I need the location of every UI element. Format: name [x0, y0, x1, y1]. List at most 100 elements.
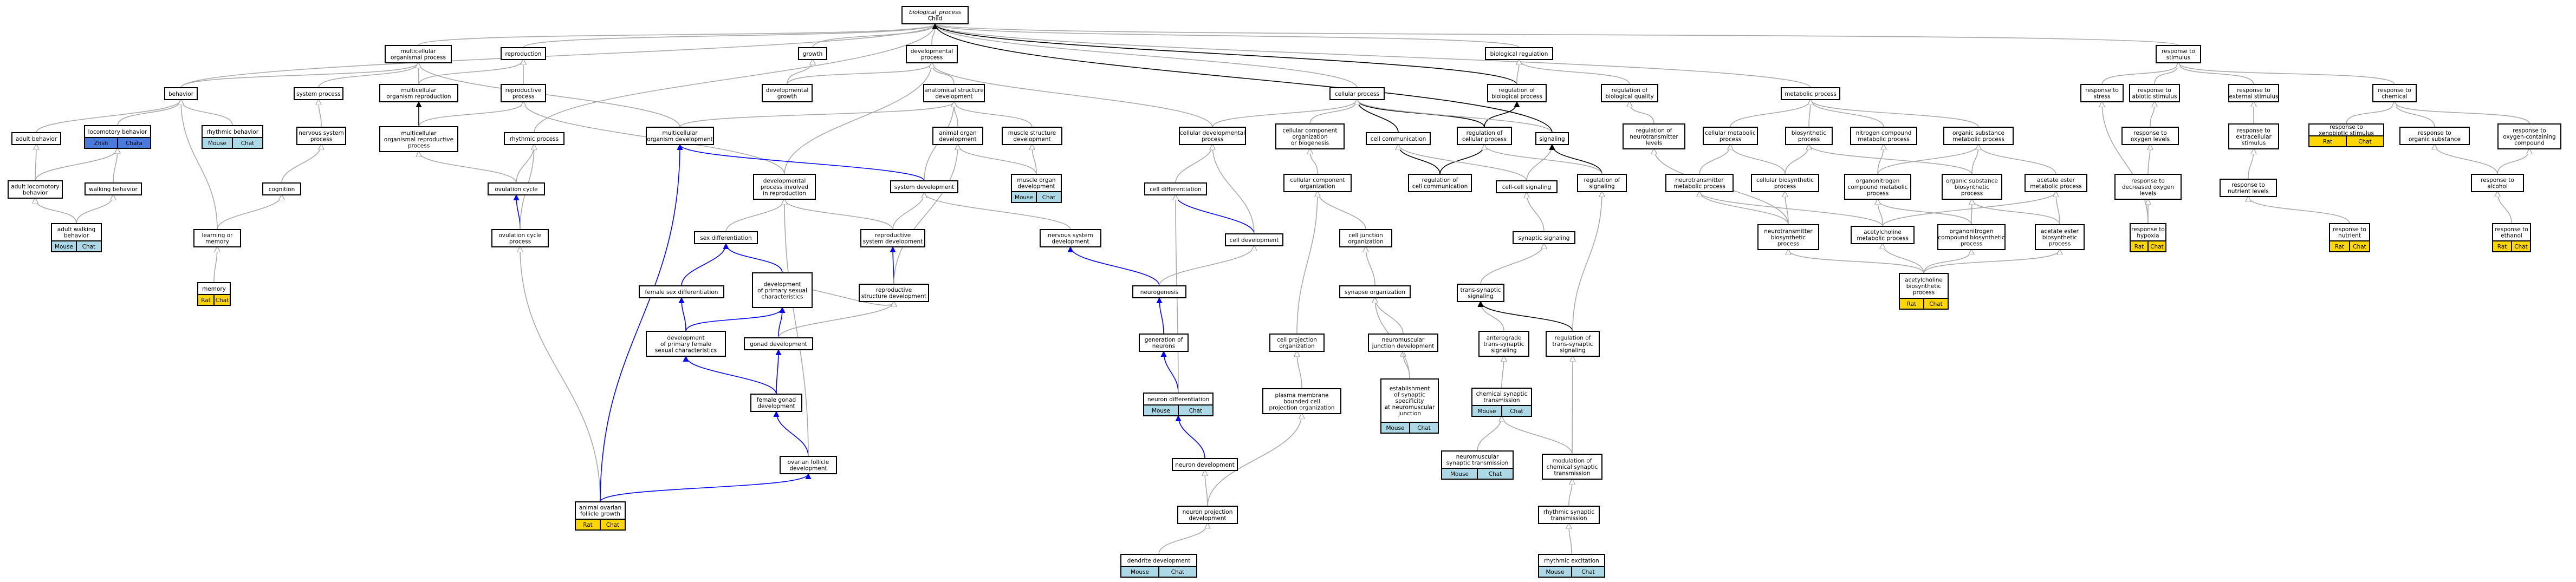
go-term-box[interactable] — [2228, 84, 2279, 102]
go-term-box[interactable] — [1262, 388, 1341, 414]
go-term-node[interactable]: ovulation cycle — [488, 182, 545, 195]
go-term-box[interactable] — [491, 229, 549, 247]
go-term-box[interactable] — [1844, 174, 1911, 200]
go-term-box[interactable] — [1942, 174, 2002, 200]
go-term-box[interactable] — [1380, 378, 1439, 423]
go-term-box[interactable] — [2471, 174, 2524, 192]
go-term-node[interactable]: synaptic signaling — [1513, 231, 1575, 244]
go-term-box[interactable] — [1441, 450, 1514, 469]
go-term-box[interactable] — [1457, 284, 1504, 302]
go-term-box[interactable] — [1179, 127, 1246, 145]
go-term-box[interactable] — [1485, 47, 1553, 60]
go-term-box[interactable] — [1478, 331, 1529, 357]
go-term-box[interactable] — [1139, 333, 1189, 352]
go-term-box[interactable] — [1623, 123, 1685, 149]
go-term-node[interactable]: sex differentiation — [694, 231, 758, 244]
go-term-box[interactable] — [504, 132, 564, 145]
go-term-box[interactable] — [1132, 285, 1186, 298]
go-term-box[interactable] — [501, 47, 546, 60]
go-term-box[interactable] — [1002, 127, 1062, 145]
go-term-box[interactable] — [859, 284, 929, 302]
go-term-box[interactable] — [1487, 84, 1547, 102]
go-term-box[interactable] — [385, 45, 452, 63]
go-term-node[interactable]: signaling — [1535, 132, 1569, 145]
go-term-box[interactable] — [1011, 174, 1062, 192]
go-term-box[interactable] — [1283, 174, 1352, 192]
go-term-box[interactable] — [2372, 84, 2417, 102]
go-term-node[interactable]: cell-cell signaling — [1496, 180, 1558, 193]
go-term-box[interactable] — [1665, 174, 1734, 192]
go-term-box[interactable] — [890, 180, 958, 193]
go-term-box[interactable] — [2497, 123, 2561, 149]
go-term-box[interactable] — [1339, 285, 1411, 298]
go-term-box[interactable] — [1275, 123, 1345, 149]
go-term-box[interactable] — [1172, 458, 1238, 471]
go-term-box[interactable] — [753, 174, 816, 200]
go-term-box[interactable] — [1703, 127, 1758, 145]
go-term-box[interactable] — [379, 84, 458, 102]
go-term-node[interactable]: system process — [294, 87, 343, 100]
go-term-box[interactable] — [1785, 127, 1833, 145]
go-term-box[interactable] — [85, 182, 142, 195]
go-term-box[interactable] — [294, 87, 343, 100]
go-term-box[interactable] — [2399, 127, 2470, 145]
go-term-box[interactable] — [1943, 127, 2014, 145]
go-term-box[interactable] — [1757, 224, 1819, 250]
go-term-box[interactable] — [750, 394, 802, 412]
go-term-box[interactable] — [262, 182, 301, 195]
go-term-node[interactable]: cell differentiation — [1144, 182, 1207, 195]
go-term-node[interactable]: neuron development — [1172, 458, 1238, 471]
go-term-box[interactable] — [2080, 84, 2124, 102]
go-term-box[interactable] — [2121, 127, 2179, 145]
go-term-box[interactable] — [1368, 333, 1438, 352]
go-term-box[interactable] — [1937, 224, 2006, 250]
go-term-node[interactable]: cell communication — [1366, 132, 1431, 145]
go-term-box[interactable] — [901, 6, 969, 24]
go-term-box[interactable] — [2156, 45, 2201, 63]
go-term-box[interactable] — [1546, 331, 1600, 357]
go-term-node[interactable]: behavior — [164, 87, 198, 100]
go-term-box[interactable] — [51, 223, 102, 241]
go-term-box[interactable] — [1535, 132, 1569, 145]
